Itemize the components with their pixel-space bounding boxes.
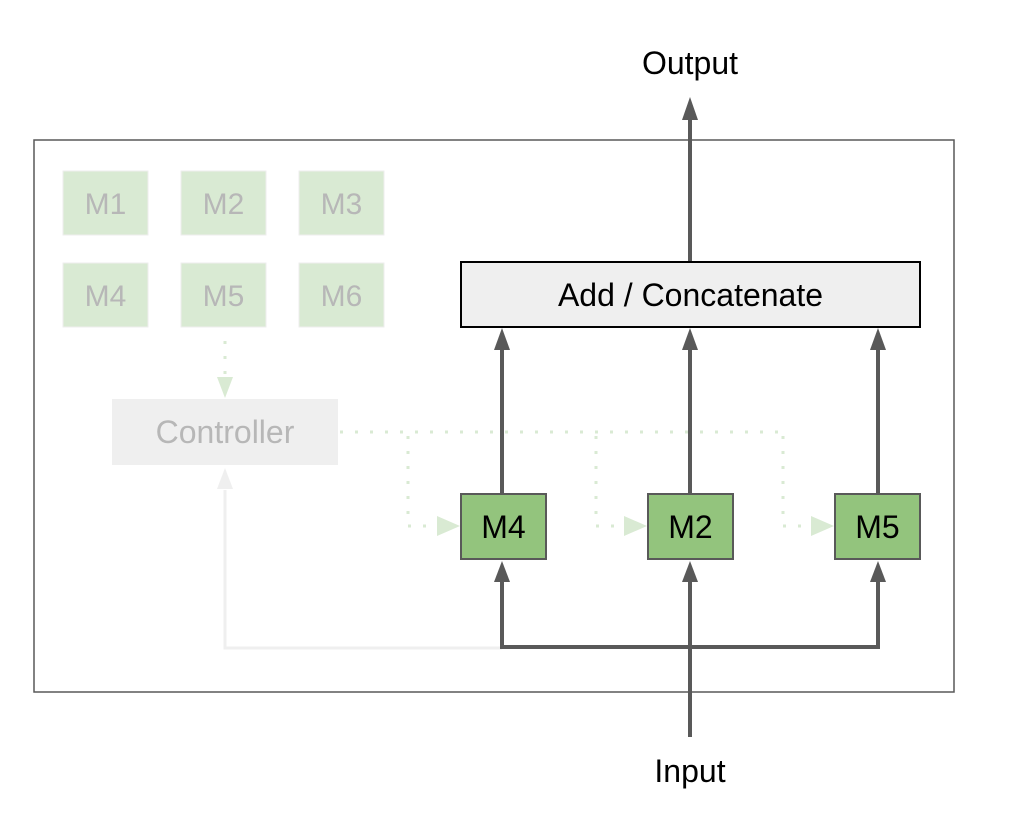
- selected-module-label: M5: [855, 509, 899, 545]
- selected-module-label: M4: [481, 509, 525, 545]
- system-frame: [33, 139, 955, 693]
- selection-arrowheads: [437, 516, 834, 536]
- select-m4-arrowhead: [437, 516, 460, 536]
- pool-module-label: M5: [203, 280, 245, 313]
- input-label: Input: [654, 753, 725, 789]
- input-arrowheads: [494, 561, 886, 582]
- pool-module-label: M3: [321, 188, 363, 221]
- selected-module-m4: M4: [460, 493, 547, 560]
- pool-to-controller-arrow: [217, 341, 233, 398]
- combiner-block: Add / Concatenate: [460, 261, 921, 328]
- pool-module-m2: M2: [180, 170, 267, 236]
- pool-module-m5: M5: [180, 262, 267, 328]
- pool-module-label: M2: [203, 188, 245, 221]
- controller: Controller: [112, 399, 338, 465]
- module-pool: M1 M2 M3 M4 M5 M6: [62, 170, 385, 328]
- select-m2-arrowhead: [624, 516, 647, 536]
- selected-module-m5: M5: [834, 493, 921, 560]
- pool-module-m1: M1: [62, 170, 149, 236]
- combiner-label: Add / Concatenate: [558, 277, 823, 313]
- selected-module-m2: M2: [647, 493, 734, 560]
- module-output-arrowheads: [494, 328, 886, 350]
- output-arrow: [682, 97, 698, 261]
- select-m5-arrowhead: [811, 516, 834, 536]
- controller-label: Controller: [156, 414, 295, 450]
- output-label: Output: [642, 45, 738, 81]
- feedback-arrow: [217, 468, 502, 650]
- input-distribution: [500, 580, 880, 737]
- pool-module-label: M6: [321, 280, 363, 313]
- pool-module-m4: M4: [62, 262, 149, 328]
- pool-module-label: M1: [85, 188, 127, 221]
- pool-module-m6: M6: [298, 262, 385, 328]
- selected-module-label: M2: [668, 509, 712, 545]
- controller-selection-lines: [340, 430, 813, 528]
- pool-module-m3: M3: [298, 170, 385, 236]
- module-output-lines: [500, 348, 880, 493]
- pool-module-label: M4: [85, 280, 127, 313]
